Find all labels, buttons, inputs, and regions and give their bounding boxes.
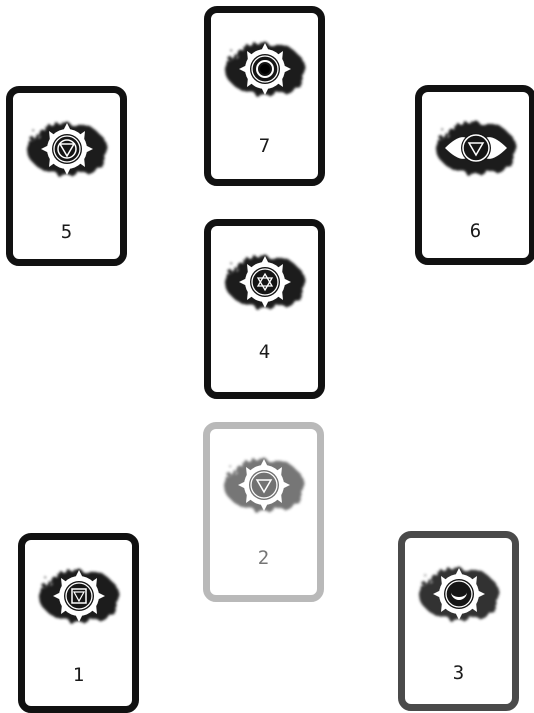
third-eye-chakra-icon (429, 112, 523, 184)
solar-plexus-chakra-icon (412, 558, 506, 630)
card-6[interactable]: 6 (415, 85, 534, 265)
card-2[interactable]: 2 (203, 422, 324, 602)
card-number: 4 (211, 341, 318, 363)
card-number: 7 (211, 135, 318, 157)
card-1[interactable]: 1 (18, 533, 139, 713)
card-4[interactable]: 4 (204, 219, 325, 399)
root-chakra-icon (32, 560, 126, 632)
card-number: 2 (210, 547, 317, 569)
card-number: 1 (25, 664, 132, 686)
crown-chakra-icon (218, 33, 312, 105)
card-number: 6 (422, 220, 529, 242)
card-number: 3 (405, 662, 512, 684)
card-3[interactable]: 3 (398, 531, 519, 711)
heart-chakra-icon (218, 246, 312, 318)
card-7[interactable]: 7 (204, 6, 325, 186)
card-number: 5 (13, 221, 120, 243)
throat-chakra-icon (20, 113, 114, 185)
sacral-chakra-icon (217, 449, 311, 521)
card-5[interactable]: 5 (6, 86, 127, 266)
